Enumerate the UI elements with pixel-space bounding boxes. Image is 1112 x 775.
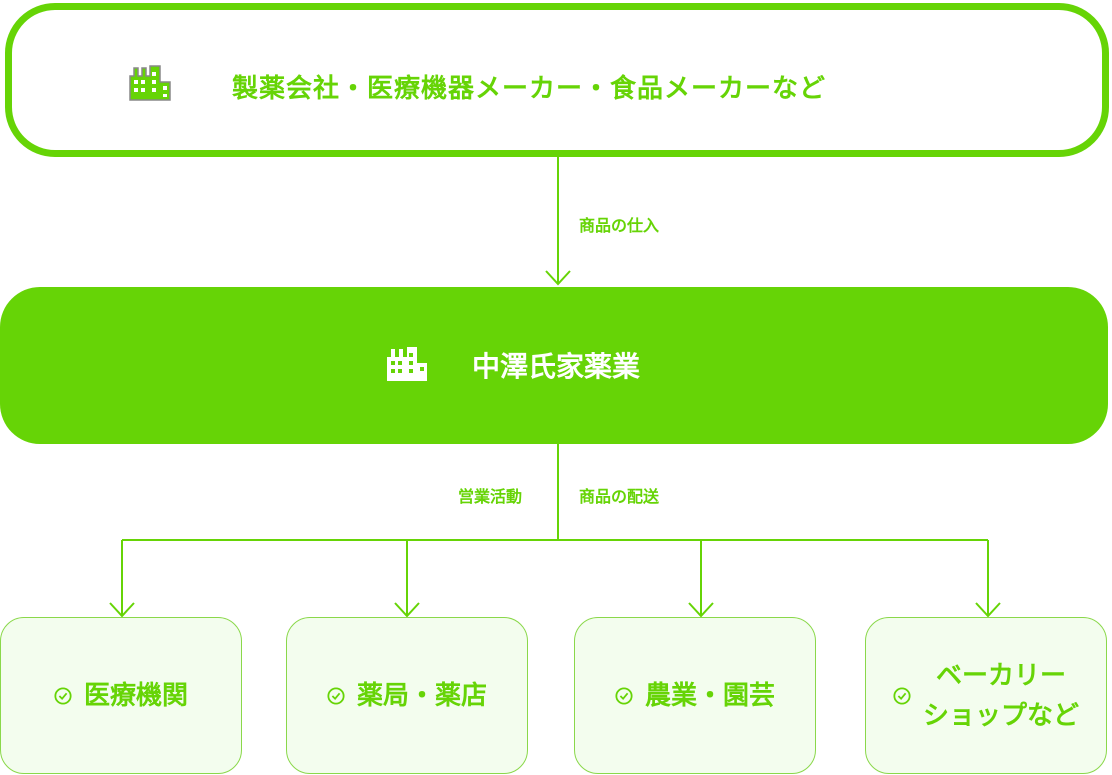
supplier-box: 製薬会社・医療機器メーカー・食品メーカーなど [5, 3, 1109, 157]
check-circle-icon [893, 686, 911, 705]
building-icon [387, 347, 427, 381]
check-circle-icon [615, 686, 633, 705]
building-icon [129, 65, 171, 101]
check-circle-icon [327, 686, 345, 705]
sales-label: 営業活動 [458, 487, 523, 506]
customer-label-line2: ショップなど [922, 700, 1079, 731]
company-label: 中澤氏家薬業 [472, 350, 641, 383]
supplier-label: 製薬会社・医療機器メーカー・食品メーカーなど [232, 74, 827, 104]
customer-label: 医療機関 [83, 680, 188, 711]
check-circle-icon [54, 686, 72, 705]
customer-box-bakery: ベーカリーショップなど [865, 617, 1107, 774]
customer-label: 農業・園芸 [644, 680, 775, 711]
purchase-label: 商品の仕入 [579, 216, 660, 235]
customer-box-pharmacy: 薬局・薬店 [286, 617, 528, 774]
customer-box-medical: 医療機関 [0, 617, 242, 774]
customer-label: ベーカリーショップなど [923, 656, 1079, 736]
customer-label-line1: ベーカリー [935, 660, 1066, 691]
company-box: 中澤氏家薬業 [0, 287, 1108, 444]
delivery-label: 商品の配送 [579, 487, 660, 506]
customer-label: 薬局・薬店 [356, 680, 487, 711]
customer-box-agriculture: 農業・園芸 [574, 617, 816, 774]
